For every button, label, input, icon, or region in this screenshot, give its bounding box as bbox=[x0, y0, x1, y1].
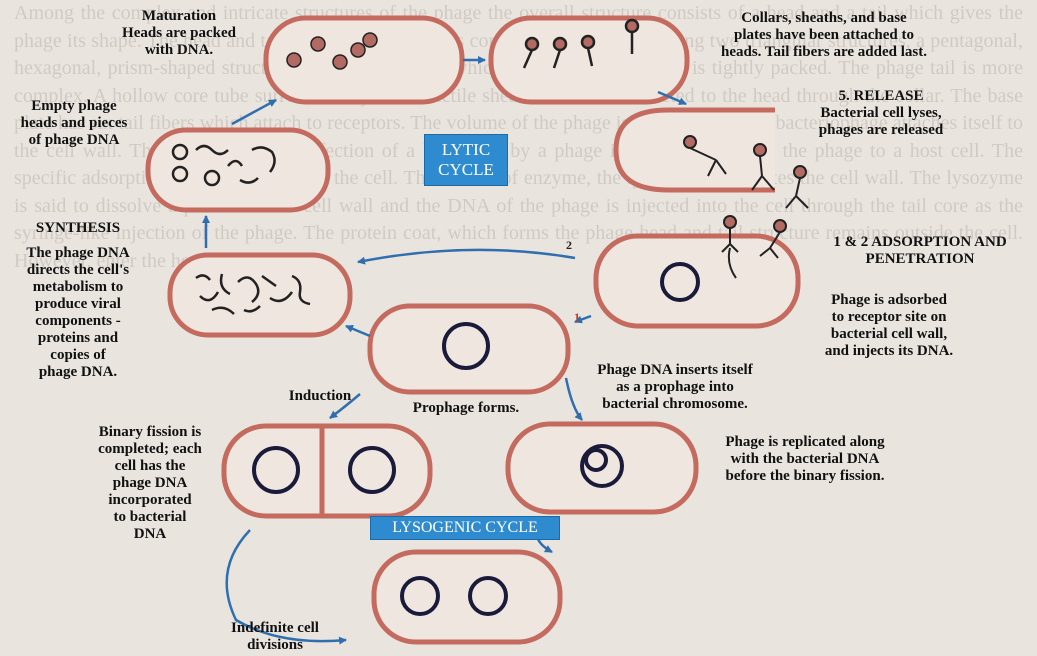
cell-collars bbox=[491, 18, 687, 102]
step-number-1: 1 bbox=[574, 310, 580, 325]
step-number-2: 2 bbox=[566, 238, 572, 253]
cell-empty-heads bbox=[148, 130, 328, 210]
label-empty-heads: Empty phage heads and pieces of phage DN… bbox=[4, 98, 144, 149]
cell-synthesis bbox=[170, 255, 350, 335]
label-prophage-forms: Prophage forms. bbox=[398, 400, 534, 417]
cell-adsorption bbox=[596, 216, 798, 326]
cell-prophage bbox=[370, 306, 568, 392]
cell-replicated bbox=[508, 424, 696, 512]
label-collars: Collars, sheaths, and base plates have b… bbox=[690, 10, 958, 61]
label-maturation: Maturation Heads are packed with DNA. bbox=[104, 8, 254, 59]
label-adsorption: 1 & 2 ADSORPTION AND PENETRATION bbox=[806, 234, 1034, 268]
lysogenic-cycle-title: LYSOGENIC CYCLE bbox=[370, 516, 560, 540]
cell-binary-fission bbox=[224, 426, 430, 516]
lytic-cycle-title: LYTIC CYCLE bbox=[424, 134, 508, 186]
label-replicated: Phage is replicated along with the bacte… bbox=[700, 434, 910, 485]
label-synthesis: SYNTHESIS The phage DNA directs the cell… bbox=[10, 220, 146, 381]
label-induction: Induction bbox=[278, 388, 362, 405]
label-adsorption-body: Phage is adsorbed to receptor site on ba… bbox=[806, 292, 972, 360]
label-indefinite: Indefinite cell divisions bbox=[212, 620, 338, 654]
label-inserts: Phage DNA inserts itself as a prophage i… bbox=[578, 362, 772, 413]
cell-release bbox=[616, 110, 808, 208]
label-release: 5. RELEASE Bacterial cell lyses, phages … bbox=[794, 88, 968, 139]
cell-maturation bbox=[266, 18, 462, 102]
cell-indefinite bbox=[374, 552, 560, 642]
label-binary-fission: Binary fission is completed; each cell h… bbox=[80, 424, 220, 543]
